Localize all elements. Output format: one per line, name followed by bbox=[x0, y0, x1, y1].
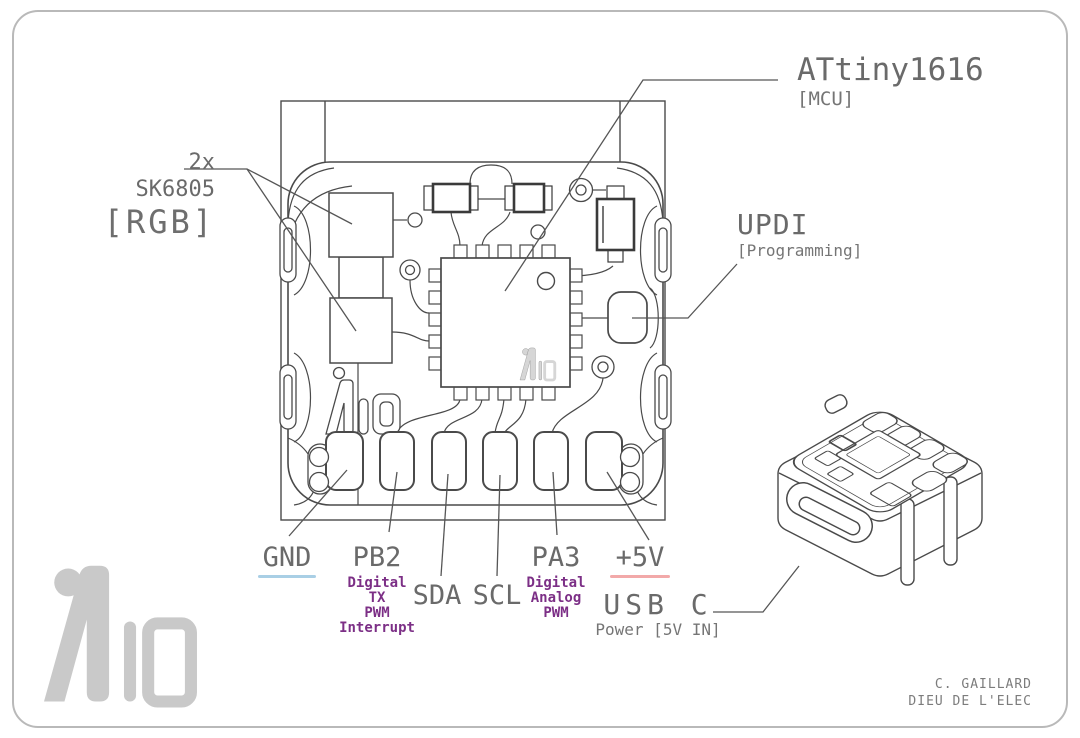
mcu-part-number: ATtiny1616 bbox=[797, 52, 984, 88]
updi-function-tag: [Programming] bbox=[737, 241, 863, 260]
usbc-function-tag: Power [5V IN] bbox=[595, 620, 721, 639]
usbc-label: USB C Power [5V IN] bbox=[595, 589, 720, 639]
mcu-label: ATtiny1616 [MCU] bbox=[797, 52, 984, 110]
vias bbox=[399, 177, 615, 379]
chip-resistors bbox=[423, 182, 553, 214]
page-border bbox=[12, 10, 1068, 728]
mounting-leg bbox=[900, 498, 915, 586]
pad-5v bbox=[585, 431, 623, 491]
usbc-3d-render bbox=[777, 394, 983, 586]
aio-brand-logo bbox=[44, 566, 191, 702]
mcu-function-tag: [MCU] bbox=[797, 88, 855, 110]
author-credit: C. GAILLARD DIEU DE L'ELEC bbox=[908, 676, 1032, 710]
rgb-led-pair bbox=[328, 192, 394, 364]
plus5v-underline bbox=[610, 575, 670, 578]
updi-name: UPDI bbox=[737, 208, 809, 241]
updi-label: UPDI [Programming] bbox=[737, 208, 862, 260]
pin-label-sda: SDA bbox=[412, 580, 462, 611]
pad-pb2 bbox=[379, 431, 415, 491]
castellated-slots bbox=[279, 217, 672, 430]
pin-label-scl: SCL bbox=[472, 580, 522, 611]
rgb-led-label: 2x SK6805 [RGB] bbox=[104, 150, 215, 241]
pin-label-5v: +5V bbox=[610, 543, 670, 578]
board-on-connector bbox=[792, 411, 968, 513]
rgb-quantity: 2x bbox=[188, 150, 216, 175]
usbc-opening bbox=[786, 482, 873, 543]
pad-sda bbox=[431, 431, 467, 491]
credit-author: C. GAILLARD bbox=[934, 677, 1032, 692]
gnd-underline bbox=[258, 575, 316, 578]
pin-label-gnd: GND bbox=[258, 543, 316, 578]
usbc-name: USB C bbox=[603, 588, 713, 621]
mcu-chip bbox=[428, 244, 583, 401]
rgb-function-tag: [RGB] bbox=[103, 203, 215, 241]
bottom-pads bbox=[307, 431, 644, 495]
usbc-shell-top-view bbox=[280, 100, 666, 521]
pad-pa3 bbox=[533, 431, 569, 491]
pad-gnd bbox=[325, 431, 364, 491]
rgb-part-number: SK6805 bbox=[135, 177, 215, 202]
credit-brand: DIEU DE L'ELEC bbox=[908, 694, 1032, 709]
mounting-leg bbox=[943, 476, 958, 566]
leader-lines bbox=[184, 79, 800, 613]
mcu-pins bbox=[428, 244, 583, 401]
pcb-traces bbox=[287, 164, 664, 506]
diode-package bbox=[595, 185, 636, 263]
